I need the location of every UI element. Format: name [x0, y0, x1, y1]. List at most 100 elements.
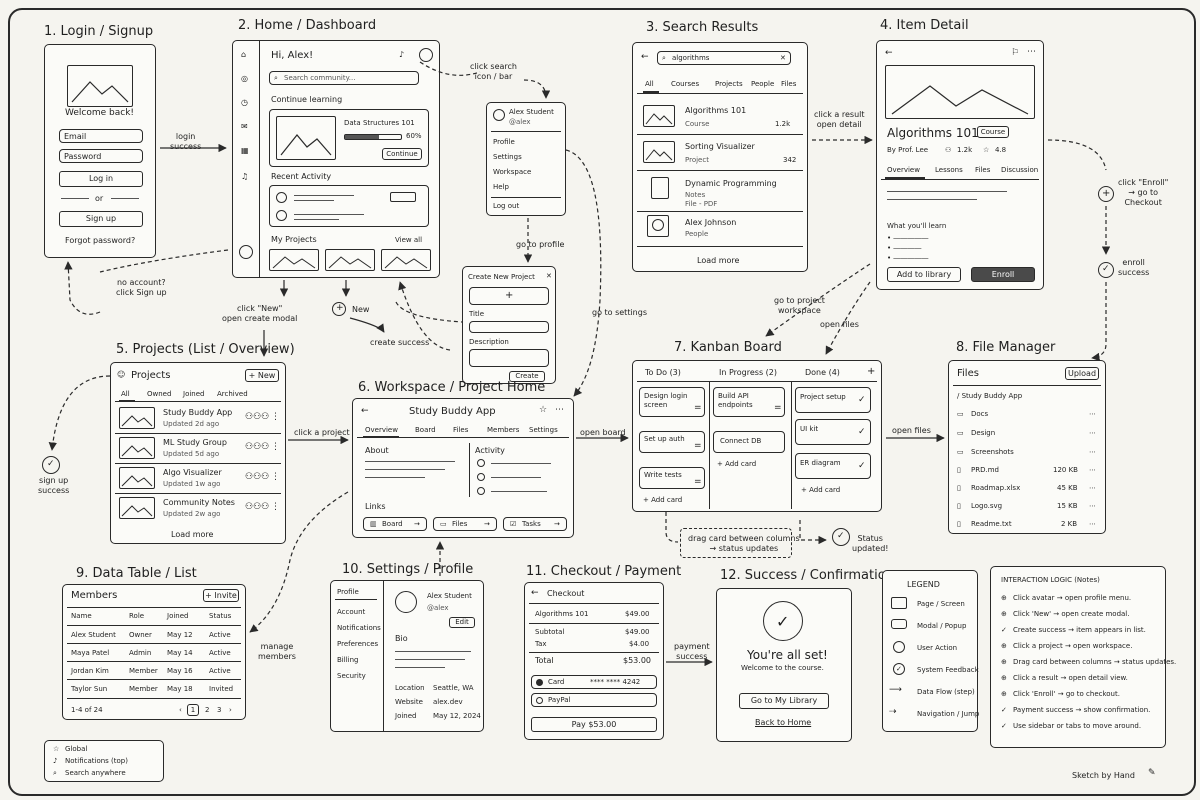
tab-overview[interactable]: Overview: [887, 166, 920, 174]
file-name[interactable]: Logo.svg: [971, 502, 1003, 510]
breadcrumb-path[interactable]: / Study Buddy App: [957, 392, 1023, 400]
tab-owned[interactable]: Owned: [147, 390, 172, 398]
add-card-link[interactable]: + Add card: [717, 460, 757, 468]
password-field[interactable]: Password: [59, 149, 143, 163]
add-card-link[interactable]: + Add card: [643, 496, 683, 504]
drag-handle-icon[interactable]: =: [774, 403, 782, 413]
drag-handle-icon[interactable]: =: [694, 441, 702, 451]
project-name[interactable]: Community Notes: [163, 498, 235, 507]
tab-all[interactable]: All: [121, 390, 130, 398]
kanban-card[interactable]: Write tests=: [639, 467, 705, 489]
more-icon[interactable]: ⋯: [1089, 448, 1096, 456]
column-header-name[interactable]: Name: [71, 612, 92, 620]
project-thumbnail[interactable]: [269, 249, 319, 271]
image-upload-box[interactable]: +: [469, 287, 549, 305]
menu-item-help[interactable]: Help: [493, 183, 509, 191]
back-to-home-link[interactable]: Back to Home: [755, 718, 812, 727]
kanban-card[interactable]: Design login screen=: [639, 387, 705, 417]
radio-selected[interactable]: [536, 679, 543, 686]
back-arrow-icon[interactable]: ←: [361, 406, 369, 416]
tab-members[interactable]: Members: [487, 426, 520, 434]
tasks-link-button[interactable]: ☑Tasks→: [503, 517, 567, 531]
result-name[interactable]: Dynamic Programming: [685, 179, 777, 188]
page-1[interactable]: 1: [187, 704, 199, 716]
create-button[interactable]: Create: [509, 371, 545, 382]
user-avatar[interactable]: [419, 48, 433, 62]
search-input[interactable]: ⌕ algorithms ✕: [657, 51, 791, 65]
close-icon[interactable]: ✕: [546, 272, 552, 280]
menu-item-workspace[interactable]: Workspace: [493, 168, 532, 176]
tab-all[interactable]: All: [645, 80, 654, 88]
nav-notifications[interactable]: Notifications: [337, 624, 381, 632]
more-icon[interactable]: ⋯: [1089, 466, 1096, 474]
kanban-card[interactable]: ER diagram✓: [795, 453, 871, 479]
menu-item-logout[interactable]: Log out: [493, 202, 520, 210]
paypal-option[interactable]: PayPal: [531, 693, 657, 707]
forgot-password-link[interactable]: Forgot password?: [65, 236, 136, 245]
add-column-icon[interactable]: +: [867, 366, 876, 377]
menu-item-settings[interactable]: Settings: [493, 153, 522, 161]
tab-joined[interactable]: Joined: [183, 390, 205, 398]
tab-lessons[interactable]: Lessons: [935, 166, 963, 174]
tab-discussion[interactable]: Discussion: [1001, 166, 1039, 174]
tab-people[interactable]: People: [751, 80, 775, 88]
load-more-link[interactable]: Load more: [697, 256, 740, 265]
card-option[interactable]: Card **** **** 4242: [531, 675, 657, 689]
nav-preferences[interactable]: Preferences: [337, 640, 379, 648]
page-2[interactable]: 2: [205, 706, 210, 714]
file-name[interactable]: Readme.txt: [971, 520, 1012, 528]
result-name[interactable]: Sorting Visualizer: [685, 142, 755, 151]
kanban-card[interactable]: Set up auth=: [639, 431, 705, 453]
back-arrow-icon[interactable]: ←: [531, 588, 539, 598]
project-thumbnail[interactable]: [381, 249, 431, 271]
add-to-library-button[interactable]: Add to library: [887, 267, 961, 282]
project-thumbnail[interactable]: [325, 249, 375, 271]
back-arrow-icon[interactable]: ←: [641, 52, 649, 62]
new-project-button[interactable]: + New: [245, 369, 279, 382]
kanban-card[interactable]: Project setup✓: [795, 387, 871, 413]
tab-board[interactable]: Board: [415, 426, 436, 434]
more-icon[interactable]: ⋯: [1089, 429, 1096, 437]
avatar[interactable]: [239, 245, 253, 259]
column-header-role[interactable]: Role: [129, 612, 145, 620]
signup-button[interactable]: Sign up: [59, 211, 143, 227]
files-link-button[interactable]: ▭Files→: [433, 517, 497, 531]
menu-item-profile[interactable]: Profile: [493, 138, 515, 146]
column-header-status[interactable]: Status: [209, 612, 232, 620]
nav-account[interactable]: Account: [337, 608, 366, 616]
history-icon[interactable]: ◷: [241, 98, 248, 107]
clear-icon[interactable]: ✕: [780, 54, 786, 62]
login-button[interactable]: Log in: [59, 171, 143, 187]
folder-name[interactable]: Design: [971, 429, 996, 437]
nav-profile[interactable]: Profile: [337, 588, 359, 596]
next-page-icon[interactable]: ›: [229, 706, 232, 714]
invite-button[interactable]: + Invite: [203, 589, 239, 602]
prev-page-icon[interactable]: ‹: [179, 706, 182, 714]
folder-name[interactable]: Screenshots: [971, 448, 1014, 456]
more-icon[interactable]: ⋮: [271, 412, 280, 422]
notification-icon[interactable]: ♪: [399, 50, 405, 59]
more-icon[interactable]: ⋯: [1089, 410, 1096, 418]
tab-files[interactable]: Files: [781, 80, 797, 88]
upload-button[interactable]: Upload: [1065, 367, 1099, 380]
radio-unselected[interactable]: [536, 697, 543, 704]
bell-icon[interactable]: ♫: [241, 172, 249, 181]
folder-name[interactable]: Docs: [971, 410, 989, 418]
more-icon[interactable]: ⋯: [1089, 520, 1096, 528]
project-name[interactable]: ML Study Group: [163, 438, 227, 447]
tab-overview[interactable]: Overview: [365, 426, 398, 434]
tab-courses[interactable]: Courses: [671, 80, 700, 88]
more-icon[interactable]: ⋯: [555, 405, 564, 415]
nav-billing[interactable]: Billing: [337, 656, 359, 664]
more-icon[interactable]: ⋮: [271, 472, 280, 482]
kanban-card[interactable]: Connect DB: [713, 431, 785, 453]
project-name[interactable]: Algo Visualizer: [163, 468, 222, 477]
tab-projects[interactable]: Projects: [715, 80, 743, 88]
view-all-link[interactable]: View all: [395, 236, 423, 244]
description-input[interactable]: [469, 349, 549, 367]
go-to-library-button[interactable]: Go to My Library: [739, 693, 829, 709]
more-icon[interactable]: ⋯: [1089, 484, 1096, 492]
drag-handle-icon[interactable]: =: [694, 403, 702, 413]
explore-icon[interactable]: ◎: [241, 74, 248, 83]
result-name[interactable]: Algorithms 101: [685, 106, 747, 115]
